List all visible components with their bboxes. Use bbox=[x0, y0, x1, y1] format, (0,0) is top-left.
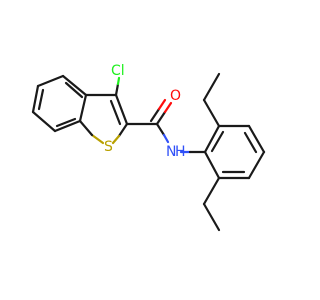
nitrogen-label: N bbox=[166, 144, 176, 160]
molecule-diagram: Cl S O N H bbox=[31, 63, 266, 232]
double-bond-inner bbox=[210, 130, 225, 153]
bond bbox=[163, 101, 173, 114]
bond bbox=[31, 84, 40, 114]
bond bbox=[78, 119, 94, 137]
bond bbox=[203, 150, 221, 180]
bond bbox=[247, 150, 266, 180]
sulfur-label: S bbox=[104, 139, 113, 155]
bond bbox=[36, 74, 65, 88]
bond bbox=[162, 133, 170, 144]
bond bbox=[53, 119, 82, 133]
hydrogen-label: H bbox=[175, 144, 186, 160]
double-bond-inner bbox=[37, 88, 45, 111]
bond bbox=[203, 124, 221, 154]
double-bond-inner bbox=[243, 131, 258, 154]
bond bbox=[116, 76, 121, 86]
bond bbox=[90, 133, 105, 145]
benzo-ring bbox=[31, 74, 88, 133]
bond bbox=[202, 72, 221, 102]
bond bbox=[202, 202, 221, 232]
bond bbox=[111, 134, 121, 145]
bond bbox=[78, 93, 88, 123]
bond bbox=[114, 82, 120, 97]
bond bbox=[202, 98, 221, 128]
bond bbox=[114, 93, 129, 126]
structure-canvas: Cl S O N H bbox=[31, 63, 266, 232]
bond bbox=[202, 176, 221, 206]
oxygen-label: O bbox=[170, 88, 181, 104]
aryl-ring bbox=[203, 124, 266, 180]
bond bbox=[155, 110, 167, 126]
bond bbox=[61, 74, 88, 97]
bond bbox=[31, 110, 57, 133]
double-bond-inner bbox=[55, 117, 77, 128]
double-bond bbox=[157, 98, 167, 111]
double-bond-inner bbox=[109, 99, 122, 126]
bond bbox=[155, 122, 166, 137]
thiophene-ring bbox=[78, 93, 129, 145]
bond bbox=[117, 122, 129, 138]
double-bond bbox=[149, 107, 161, 123]
chlorine-label: Cl bbox=[111, 63, 125, 79]
bond bbox=[247, 124, 266, 154]
double-bond-inner bbox=[64, 81, 84, 99]
